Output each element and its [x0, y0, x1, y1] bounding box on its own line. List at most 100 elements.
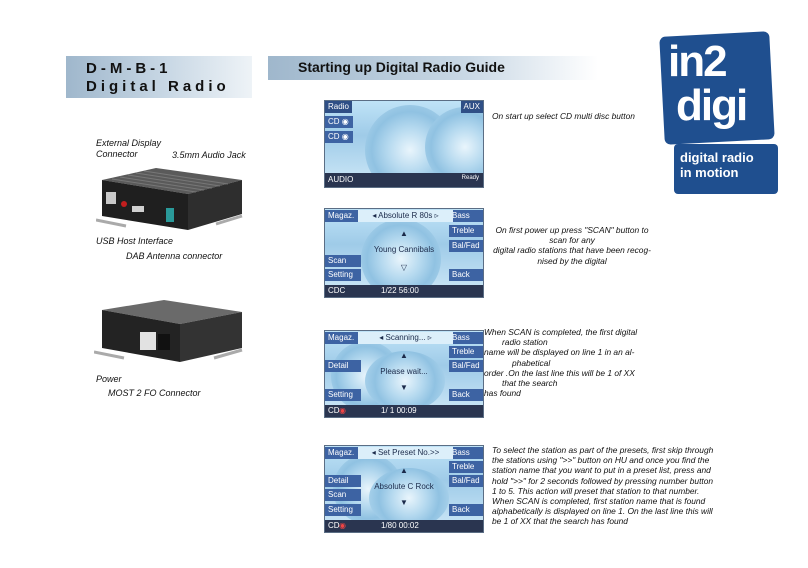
down-arrow-icon[interactable]: ▽ [400, 263, 408, 272]
guide-header-bar [268, 56, 598, 80]
screen-scanning: Magaz. Detail Setting Bass Treble Bal/Fa… [324, 330, 484, 418]
aux-button[interactable]: AUX [460, 101, 483, 113]
treble-button[interactable]: Treble [449, 461, 483, 473]
bass-button[interactable]: Bass [449, 210, 483, 222]
station-name: Absolute C Rock [374, 482, 434, 491]
in2digi-logo: in2 digi digital radio in motion [654, 31, 778, 194]
desc4-line1: To select the station as part of the pre… [492, 445, 714, 455]
desc4-line4: hold ">>" for 2 seconds followed by pres… [492, 475, 714, 486]
status-track-time: 1/ 1 00:09 [381, 406, 417, 415]
model-subtitle: Digital Radio [86, 78, 230, 95]
magaz-button[interactable]: Magaz. [325, 447, 361, 459]
down-arrow-icon[interactable]: ▼ [400, 498, 408, 507]
description-step-2: On first power up press "SCAN" button to… [492, 225, 652, 266]
scan-button[interactable]: Scan [325, 255, 361, 267]
label-external-display-2: Connector [96, 149, 138, 159]
magaz-button[interactable]: Magaz. [325, 210, 361, 222]
logo-text-top: in2 [668, 37, 728, 86]
status-audio-label: AUDIO [328, 175, 354, 184]
up-arrow-icon[interactable]: ▲ [400, 466, 408, 475]
desc3-line4: phabetical [512, 357, 551, 368]
up-arrow-icon[interactable]: ▲ [400, 351, 408, 360]
description-step-1: On start up select CD multi disc button [492, 111, 635, 121]
scan-button[interactable]: Scan [325, 489, 361, 501]
device-rear-image [93, 296, 244, 381]
desc4-line5: 1 to 5. This action will preset that sta… [492, 485, 700, 496]
desc4-line7: alphabetically is displayed on line 1. O… [492, 506, 713, 517]
treble-button[interactable]: Treble [449, 346, 483, 358]
setting-button[interactable]: Setting [325, 389, 361, 401]
desc3-line1: When SCAN is completed, the first digita… [484, 327, 638, 337]
please-wait-text: Please wait... [380, 367, 428, 376]
logo-tagline-2: in motion [680, 165, 739, 180]
status-track-time: 1/22 56:00 [381, 286, 419, 295]
model-name: D-M-B-1 [86, 60, 172, 77]
status-cd-label: CD [328, 406, 340, 415]
status-bar: CD ◉ 1/ 1 00:09 [325, 405, 483, 417]
status-bar: CDC 1/22 56:00 [325, 285, 483, 297]
preset-title: ◂ Set Preset No.>> [358, 447, 453, 459]
desc3-line2: radio station [502, 337, 548, 348]
label-most-connector: MOST 2 FO Connector [108, 388, 201, 398]
magaz-button[interactable]: Magaz. [325, 332, 361, 344]
logo-tagline-1: digital radio [680, 150, 754, 165]
status-bar: CD ◉ 1/80 00:02 [325, 520, 483, 532]
label-usb-host: USB Host Interface [96, 236, 174, 246]
setting-button[interactable]: Setting [325, 504, 361, 516]
back-button[interactable]: Back [449, 389, 483, 401]
detail-button[interactable]: Detail [325, 475, 361, 487]
cd-icon: ◉ [339, 406, 346, 415]
label-audio-jack: 3.5mm Audio Jack [172, 150, 246, 160]
up-arrow-icon[interactable]: ▲ [400, 229, 408, 238]
cd-button-2[interactable]: CD ◉ [325, 131, 353, 143]
label-external-display: External Display Connector [96, 138, 161, 160]
desc3-line3: name will be displayed on line 1 in an a… [484, 347, 635, 358]
detail-button[interactable]: Detail [325, 360, 361, 372]
device-front-image [95, 158, 246, 243]
screen-set-preset: Magaz. Detail Scan Setting Bass Treble B… [324, 445, 484, 533]
balfad-button[interactable]: Bal/Fad [449, 360, 483, 372]
bass-button[interactable]: Bass [449, 332, 483, 344]
description-step-4: To select the station as part of the pre… [492, 445, 720, 527]
desc4-line3: station name that you want to put in a p… [492, 465, 711, 476]
status-track-time: 1/80 00:02 [381, 521, 419, 530]
desc2-line4: nised by the digital [537, 255, 607, 266]
cd-button-1[interactable]: CD ◉ [325, 116, 353, 128]
station-title: ◂ Absolute R 80s ▹ [358, 210, 453, 222]
radio-button[interactable]: Radio [325, 101, 352, 113]
cd-icon: ◉ [339, 521, 346, 530]
status-cdc-label: CDC [328, 286, 346, 295]
screen-audio-menu: Radio AUX CD ◉ CD ◉ AUDIO Ready [324, 100, 484, 188]
status-bar: AUDIO Ready [325, 173, 483, 187]
bass-button[interactable]: Bass [449, 447, 483, 459]
label-power: Power [96, 374, 122, 384]
description-step-3: When SCAN is completed, the first digita… [484, 327, 674, 398]
status-ready: Ready [461, 175, 479, 181]
scanning-title: ◂ Scanning... ▹ [358, 332, 453, 344]
label-external-display-1: External Display [96, 138, 162, 148]
desc4-line6: When SCAN is completed, first station na… [492, 496, 706, 507]
setting-button[interactable]: Setting [325, 269, 361, 281]
logo-text-bottom: digi [676, 81, 748, 130]
status-cd-label: CD [328, 521, 340, 530]
station-name: Young Cannibals [373, 245, 435, 254]
balfad-button[interactable]: Bal/Fad [449, 240, 483, 252]
desc2-line2: scan for any [549, 235, 595, 246]
desc2-line1: On first power up press "SCAN" button to [495, 225, 649, 235]
down-arrow-icon[interactable]: ▼ [400, 383, 408, 392]
back-button[interactable]: Back [449, 269, 483, 281]
logo-tagline: digital radio in motion [680, 150, 754, 180]
treble-button[interactable]: Treble [449, 225, 483, 237]
desc3-line5: order .On the last line this will be 1 o… [484, 367, 635, 378]
page-title: Starting up Digital Radio Guide [298, 59, 505, 75]
label-dab-antenna: DAB Antenna connector [126, 251, 223, 261]
desc3-line6: that the search [502, 378, 558, 389]
back-button[interactable]: Back [449, 504, 483, 516]
model-header-bar [66, 56, 252, 98]
balfad-button[interactable]: Bal/Fad [449, 475, 483, 487]
desc3-line7: has found [484, 388, 521, 399]
desc2-line3: digital radio stations that have been re… [493, 245, 651, 256]
desc4-line2: the stations using ">>" button on HU and… [492, 455, 710, 466]
screen-cdc-initial: Magaz. Scan Setting Bass Treble Bal/Fad … [324, 208, 484, 298]
desc4-line8: be 1 of XX that the search has found [492, 516, 628, 527]
